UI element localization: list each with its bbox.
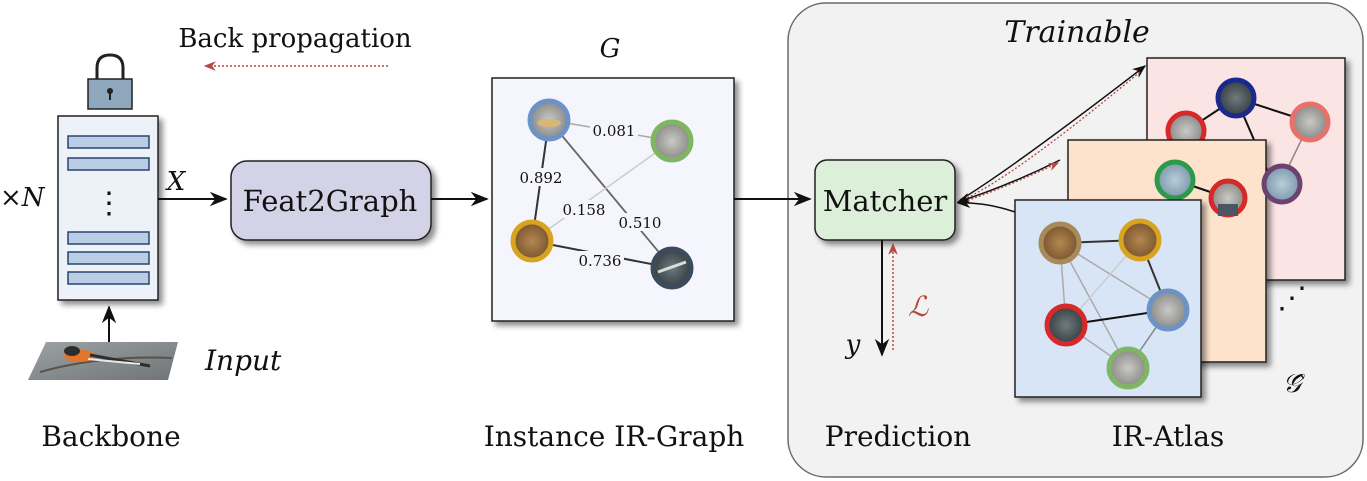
backbone-layer — [67, 271, 150, 285]
atlas-symbol: 𝒢̂ — [1283, 369, 1306, 399]
atlas-connection — [959, 65, 1147, 201]
trainable-label: Trainable — [1004, 15, 1150, 50]
atlas-connection — [956, 197, 1016, 213]
atlas-middle-graph — [1154, 159, 1248, 218]
graph-symbol: G — [600, 34, 621, 64]
feat2graph-block — [230, 160, 432, 241]
feat2graph-label: Feat2Graph — [243, 184, 418, 218]
edge-weight-left: 0.892 — [520, 169, 563, 187]
backbone-layer — [67, 231, 150, 245]
x-symbol: X — [165, 167, 187, 197]
loss-symbol: ℒ — [908, 290, 929, 323]
back-propagation-label: Back propagation — [178, 24, 412, 54]
atlas-front-graph — [1038, 218, 1190, 390]
lock-icon — [87, 53, 133, 110]
input-image — [28, 342, 178, 380]
matcher-block — [814, 159, 956, 241]
matcher-label: Matcher — [823, 184, 948, 218]
graph-node — [650, 119, 694, 163]
backbone-layer — [67, 251, 150, 265]
ir-atlas-label: IR-Atlas — [1112, 420, 1225, 453]
graph-node — [510, 219, 554, 263]
atlas-back-node — [1261, 163, 1303, 205]
instance-graph-nodes — [510, 98, 694, 290]
backbone-label: Backbone — [41, 420, 180, 453]
edge-weight-bottom: 0.736 — [579, 252, 622, 270]
atlas-ellipsis: ⋰ — [1277, 281, 1307, 316]
edge-weight-top: 0.081 — [593, 122, 636, 140]
backbone-ellipsis: ⋮ — [94, 186, 124, 221]
input-label: Input — [204, 344, 282, 377]
backbone-layer — [67, 157, 150, 171]
times-n-label: ×N — [0, 183, 46, 213]
edge-weight-mid: 0.158 — [563, 201, 606, 219]
backbone-layer — [67, 135, 150, 149]
instance-graph-label: Instance IR-Graph — [484, 420, 745, 453]
y-symbol: y — [845, 330, 861, 360]
prediction-label: Prediction — [825, 420, 971, 453]
instance-graph-edge-labels: 0.081 0.892 0.158 0.510 0.736 — [517, 121, 664, 270]
edge-weight-diag: 0.510 — [619, 214, 662, 232]
backbone-block: ⋮ — [57, 115, 159, 301]
